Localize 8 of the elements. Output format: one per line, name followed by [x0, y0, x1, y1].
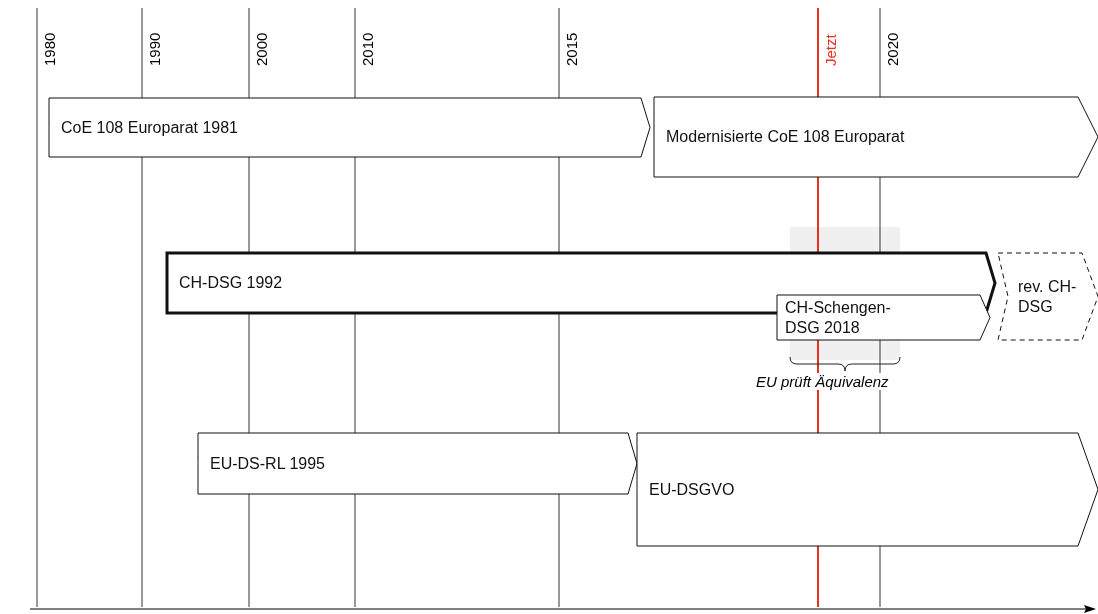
- period-label: EU-DS-RL 1995: [210, 453, 325, 474]
- period-label: EU-DSGVO: [649, 479, 735, 500]
- period-label: CoE 108 Europarat 1981: [61, 117, 238, 138]
- period-label: rev. CH-DSG: [1018, 276, 1078, 317]
- annotation-text: EU prüft Äquivalenz: [756, 373, 889, 390]
- period-label: CH-DSG 1992: [179, 273, 283, 293]
- period-label: Modernisierte CoE 108 Europarat: [666, 127, 905, 147]
- period-label: CH-Schengen-DSG 2018: [785, 297, 892, 338]
